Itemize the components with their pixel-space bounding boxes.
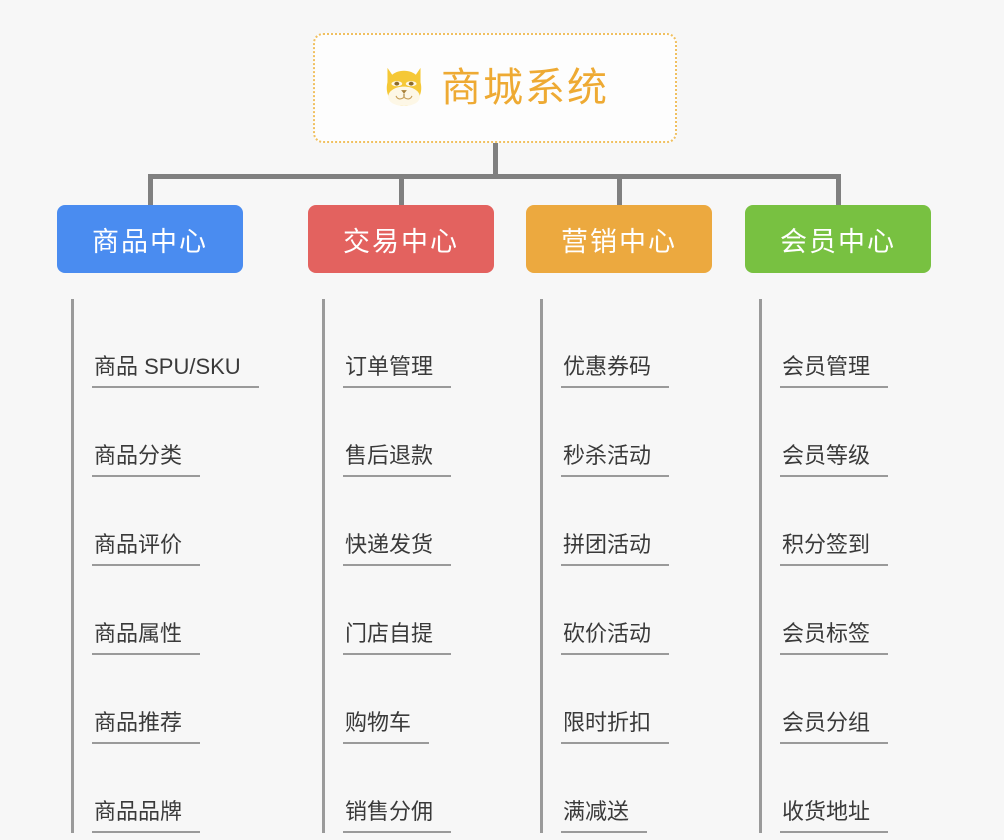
list-item[interactable]: 销售分佣 [311,744,494,833]
leaf-label: 优惠券码 [561,354,670,388]
leaf-label: 会员等级 [780,443,889,477]
category-header-member[interactable]: 会员中心 [745,205,931,273]
leaf-label: 商品评价 [92,532,201,566]
leaf-label: 商品推荐 [92,710,201,744]
list-item[interactable]: 商品品牌 [60,744,243,833]
leaf-label: 砍价活动 [561,621,670,655]
leaf-list-product: 商品 SPU/SKU 商品分类 商品评价 商品属性 商品推荐 商品品牌 [57,299,259,833]
list-item[interactable]: 购物车 [311,655,494,744]
list-item[interactable]: 积分签到 [748,477,931,566]
list-item[interactable]: 收货地址 [748,744,931,833]
leaf-label: 积分签到 [780,532,889,566]
column-spine [759,299,762,833]
leaf-label: 会员分组 [780,710,889,744]
leaf-label: 收货地址 [780,799,889,833]
leaf-label: 商品品牌 [92,799,201,833]
list-item[interactable]: 满减送 [529,744,712,833]
leaf-label: 门店自提 [343,621,452,655]
list-item[interactable]: 订单管理 [311,299,494,388]
list-item[interactable]: 商品评价 [60,477,243,566]
list-item[interactable]: 商品 SPU/SKU [60,299,259,388]
leaf-label: 快递发货 [343,532,452,566]
column-spine [71,299,74,833]
list-item[interactable]: 门店自提 [311,566,494,655]
list-item[interactable]: 会员等级 [748,388,931,477]
column-spine [322,299,325,833]
category-header-product[interactable]: 商品中心 [57,205,243,273]
leaf-label: 订单管理 [343,354,452,388]
column-spine [540,299,543,833]
leaf-label: 会员管理 [780,354,889,388]
list-item[interactable]: 秒杀活动 [529,388,712,477]
list-item[interactable]: 会员标签 [748,566,931,655]
connector-drop-2 [399,174,404,208]
list-item[interactable]: 售后退款 [311,388,494,477]
list-item[interactable]: 商品分类 [60,388,243,477]
list-item[interactable]: 商品推荐 [60,655,243,744]
list-item[interactable]: 快递发货 [311,477,494,566]
list-item[interactable]: 商品属性 [60,566,243,655]
leaf-list-trade: 订单管理 售后退款 快递发货 门店自提 购物车 销售分佣 [308,299,494,833]
connector-stem [493,143,498,177]
leaf-label: 销售分佣 [343,799,452,833]
list-item[interactable]: 拼团活动 [529,477,712,566]
shiba-dog-face-icon [386,67,422,106]
list-item[interactable]: 会员分组 [748,655,931,744]
leaf-label: 秒杀活动 [561,443,670,477]
list-item[interactable]: 会员管理 [748,299,931,388]
connector-drop-4 [836,174,841,208]
category-header-trade[interactable]: 交易中心 [308,205,494,273]
leaf-label: 满减送 [561,799,648,833]
leaf-label: 商品分类 [92,443,201,477]
list-item[interactable]: 优惠券码 [529,299,712,388]
leaf-label: 售后退款 [343,443,452,477]
category-header-marketing[interactable]: 营销中心 [526,205,712,273]
leaf-label: 会员标签 [780,621,889,655]
list-item[interactable]: 限时折扣 [529,655,712,744]
category-column-marketing: 营销中心 优惠券码 秒杀活动 拼团活动 砍价活动 限时折扣 满减送 [526,205,712,833]
category-column-product: 商品中心 商品 SPU/SKU 商品分类 商品评价 商品属性 商品推荐 商品品牌 [57,205,259,833]
category-column-trade: 交易中心 订单管理 售后退款 快递发货 门店自提 购物车 销售分佣 [308,205,494,833]
root-title: 商城系统 [441,66,609,110]
leaf-label: 拼团活动 [561,532,670,566]
leaf-label: 限时折扣 [561,710,670,744]
connector-drop-1 [148,174,153,208]
leaf-label: 购物车 [343,710,430,744]
connector-drop-3 [617,174,622,208]
leaf-list-marketing: 优惠券码 秒杀活动 拼团活动 砍价活动 限时折扣 满减送 [526,299,712,833]
leaf-list-member: 会员管理 会员等级 积分签到 会员标签 会员分组 收货地址 [745,299,931,833]
leaf-label: 商品 SPU/SKU [92,354,259,388]
list-item[interactable]: 砍价活动 [529,566,712,655]
connector-horizontal-bar [148,174,841,179]
root-node[interactable]: 商城系统 [313,33,677,143]
leaf-label: 商品属性 [92,621,201,655]
category-column-member: 会员中心 会员管理 会员等级 积分签到 会员标签 会员分组 收货地址 [745,205,931,833]
